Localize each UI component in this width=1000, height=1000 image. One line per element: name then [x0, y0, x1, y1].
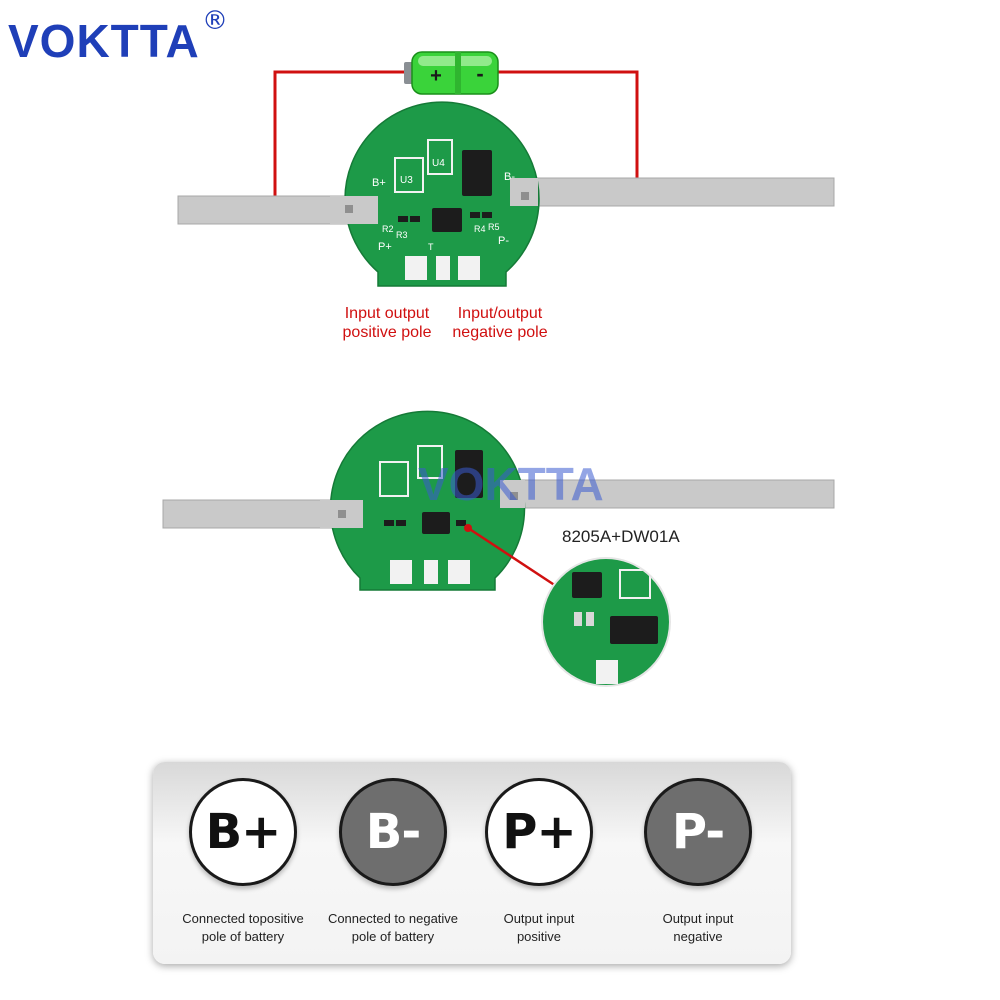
silk-r3: R3 [396, 230, 408, 240]
bottom-watermark: VOKTTA [418, 458, 604, 510]
legend-item-b-plus: B+ Connected topositive pole of battery [173, 778, 313, 946]
silk-r4: R4 [474, 224, 486, 234]
silk-b-plus: B+ [372, 177, 386, 189]
battery-icon [404, 51, 499, 95]
p-plus-badge: P+ [485, 778, 593, 886]
bottom-right-nickel-strip [499, 479, 835, 509]
b-minus-badge: B- [339, 778, 447, 886]
negative-pole-line2: negative pole [452, 324, 548, 341]
b-plus-symbol: B+ [205, 804, 282, 860]
bottom-pcb [320, 410, 526, 591]
silk-u4: U4 [432, 158, 445, 169]
p-minus-desc-line2: negative [673, 929, 723, 944]
p-minus-symbol: P- [671, 804, 725, 860]
brand-logo: VOKTTA [8, 15, 200, 67]
zoomed-chip-view [542, 558, 670, 686]
right-nickel-strip [509, 177, 835, 207]
p-plus-description: Output input positive [469, 910, 609, 946]
battery-plus-sign: + [430, 65, 442, 87]
chip-label: 8205A+DW01A [562, 527, 680, 546]
b-minus-desc-line2: pole of battery [351, 929, 435, 944]
p-plus-symbol: P+ [502, 804, 576, 860]
battery-minus-sign: - [476, 61, 483, 86]
pin-legend-panel: B+ Connected topositive pole of battery … [153, 762, 791, 964]
b-plus-description: Connected topositive pole of battery [173, 910, 313, 946]
registered-mark: ® [202, 6, 228, 36]
silk-p-minus: P- [498, 235, 509, 247]
silk-p-plus: P+ [378, 241, 392, 253]
silk-r2: R2 [382, 224, 394, 234]
negative-pole-line1: Input/output [457, 305, 543, 322]
b-minus-description: Connected to negative pole of battery [323, 910, 463, 946]
zoom-pointer-line [467, 526, 557, 588]
legend-item-p-plus: P+ Output input positive [469, 778, 609, 946]
positive-wire [273, 70, 408, 210]
silk-u3: U3 [400, 175, 413, 186]
positive-pole-line2: positive pole [342, 324, 432, 341]
legend-item-b-minus: B- Connected to negative pole of battery [323, 778, 463, 946]
positive-pole-label: Input output positive pole [330, 304, 444, 342]
b-minus-symbol: B- [365, 804, 422, 860]
positive-pole-line1: Input output [344, 305, 430, 322]
p-minus-desc-line1: Output input [662, 911, 734, 926]
p-minus-badge: P- [644, 778, 752, 886]
p-minus-description: Output input negative [628, 910, 768, 946]
silk-b-minus: B- [504, 171, 515, 183]
top-wiring-diagram: + - B+ B- P+ P- U3 U4 R2 R3 R4 R5 T [177, 51, 835, 287]
b-plus-badge: B+ [189, 778, 297, 886]
b-plus-desc-line2: pole of battery [201, 929, 285, 944]
b-plus-desc-line1: Connected topositive [182, 911, 304, 926]
top-pcb [330, 101, 540, 287]
negative-pole-label: Input/output negative pole [440, 304, 560, 342]
legend-item-p-minus: P- Output input negative [628, 778, 768, 946]
silk-r5: R5 [488, 222, 500, 232]
p-plus-desc-line2: positive [516, 929, 562, 944]
p-plus-desc-line1: Output input [503, 911, 575, 926]
bottom-board-diagram: VOKTTA [162, 410, 835, 687]
b-minus-desc-line1: Connected to negative [327, 911, 459, 926]
silk-t: T [428, 242, 434, 252]
negative-wire [497, 70, 639, 200]
zoom-pointer-dot [464, 524, 472, 532]
